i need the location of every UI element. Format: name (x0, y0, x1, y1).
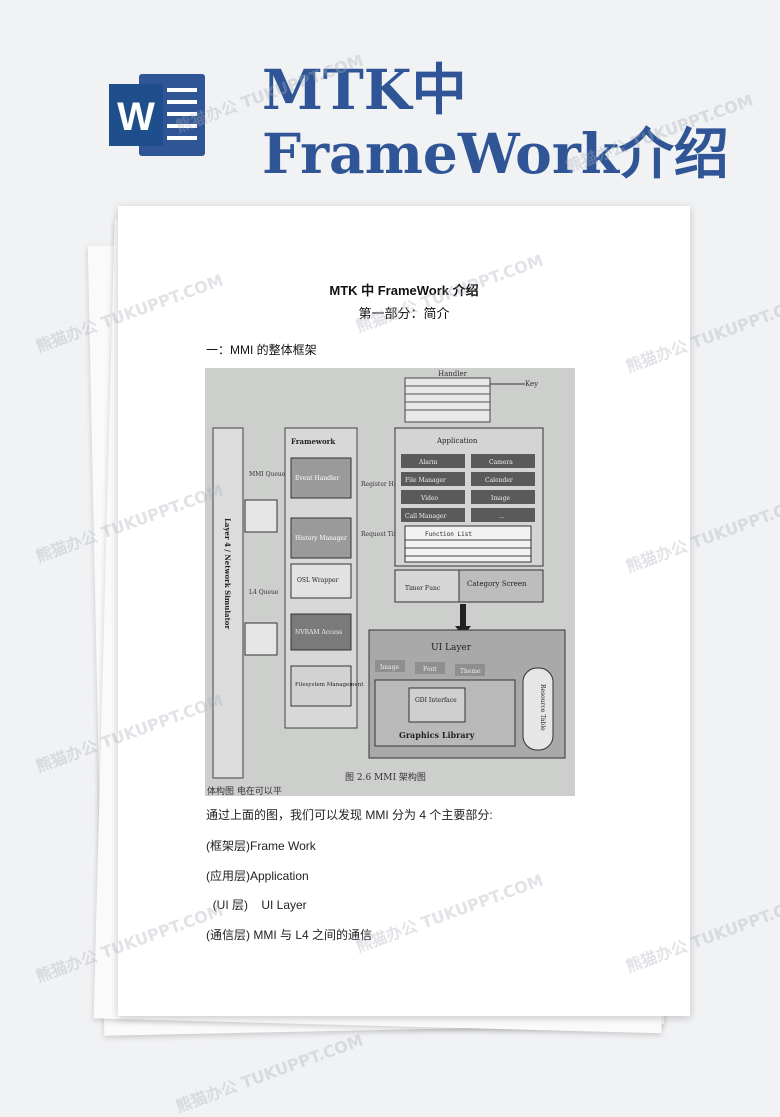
figure-label: Image (380, 664, 399, 671)
paragraph: (UI 层) UI Layer (206, 898, 307, 912)
figure-label: Timer Func (405, 585, 441, 592)
figure-label: Filesystem Management (295, 682, 364, 688)
figure-label: Key (525, 380, 538, 388)
figure-label: ... (499, 513, 505, 520)
section-title: 一：MMI 的整体框架 (206, 343, 317, 357)
page-title: MTK中FrameWork介绍 (262, 57, 729, 186)
figure-label: Function List (425, 531, 472, 538)
figure-label: Handler (438, 370, 468, 378)
figure-label: Calender (485, 477, 513, 484)
figure-label: Event Handler (295, 475, 339, 482)
figure-label: Register Handler (361, 481, 414, 488)
figure-label: Layer 4 / Network Simulator (223, 518, 232, 629)
figure-label: Graphics Library (399, 730, 475, 740)
figure-label: Call Manager (405, 513, 446, 520)
paragraph: 通过上面的图，我们可以发现 MMI 分为 4 个主要部分: (206, 808, 493, 822)
paragraph: (应用层)Application (206, 869, 309, 883)
mmi-architecture-figure: Handler Key Layer 4 / Network Simulator … (205, 368, 575, 796)
word-logo-letter: W (117, 95, 155, 139)
document-page: MTK 中 FrameWork 介绍 第一部分：简介 一：MMI 的整体框架 H… (118, 206, 690, 1016)
figure-caption: 图 2.6 MMI 架构图 (345, 771, 426, 783)
figure-label: Video (420, 495, 439, 502)
figure-bottom-text: 体构图 电在可以平 (207, 785, 282, 796)
figure-label: UI Layer (431, 643, 472, 653)
figure-label: Camera (489, 459, 513, 466)
word-logo-icon: W (109, 74, 205, 156)
figure-label: Framework (291, 437, 335, 446)
document-heading: MTK 中 FrameWork 介绍 (329, 283, 479, 298)
figure-label: Category Screen (467, 580, 527, 588)
figure-label: Request Timer (361, 531, 406, 538)
watermark: 熊猫办公 TUKUPPT.COM (173, 1030, 366, 1117)
figure-label: Image (491, 495, 510, 502)
figure-label: Font (423, 666, 437, 673)
figure-label: MMI Queue (249, 471, 286, 478)
paragraph: (通信层) MMI 与 L4 之间的通信 (206, 928, 373, 942)
paragraph: (框架层)Frame Work (206, 839, 316, 853)
figure-label: Alarm (418, 459, 438, 466)
figure-label: History Manager (295, 535, 347, 542)
figure-label: File Manager (405, 477, 446, 484)
figure-label: NVRAM Access (295, 629, 342, 636)
figure-label: Resource Table (539, 684, 546, 731)
document-subheading: 第一部分：简介 (358, 307, 450, 322)
figure-label: L4 Queue (249, 589, 279, 596)
figure-label: GDI Interface (415, 697, 457, 704)
figure-label: Theme (460, 668, 481, 675)
figure-label: Application (436, 437, 478, 445)
figure-label: OSL Wrapper (297, 577, 338, 584)
